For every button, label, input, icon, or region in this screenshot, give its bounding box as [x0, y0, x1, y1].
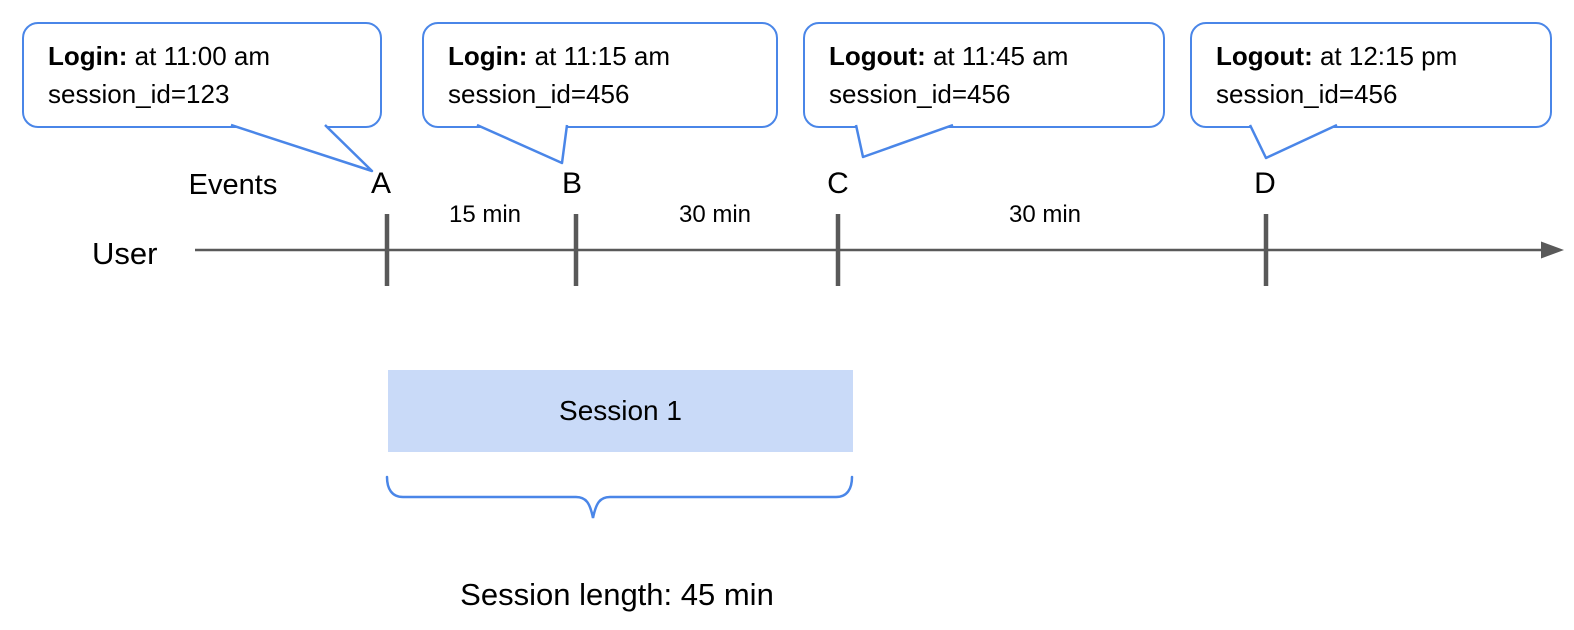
event-time-label: at 12:15 pm: [1319, 41, 1458, 71]
timeline-arrowhead-icon: [1541, 241, 1564, 259]
session-length-label: Session length: 45 min: [460, 577, 774, 612]
event-time-label: at 11:45 am: [932, 41, 1069, 71]
session-length-brace: [385, 475, 854, 519]
session-id-label: session_id=456: [829, 79, 1011, 109]
event-time-label: at 11:00 am: [134, 41, 271, 71]
event-type-label: Logout:: [1216, 41, 1313, 71]
session-1-box: Session 1: [388, 370, 853, 452]
event-tick-label-d: D: [1254, 167, 1276, 200]
event-time-label: at 11:15 am: [534, 41, 671, 71]
interval-label-b-c: 30 min: [678, 201, 752, 228]
callout-logout-d: Logout: at 12:15 pm session_id=456: [1190, 22, 1552, 128]
event-tick-label-a: A: [370, 167, 391, 200]
callout-tail-b: [476, 123, 569, 165]
callout-tail-d: [1248, 123, 1338, 160]
callout-logout-c: Logout: at 11:45 am session_id=456: [803, 22, 1165, 128]
event-tick-label-b: B: [561, 167, 582, 200]
event-tick-label-c: C: [827, 167, 849, 200]
callout-line-event: Logout: at 11:45 am: [829, 37, 1163, 75]
event-type-label: Logout:: [829, 41, 926, 71]
events-axis-label: Events: [188, 169, 278, 201]
event-type-label: Login:: [448, 41, 528, 71]
interval-label-c-d: 30 min: [1008, 201, 1082, 228]
callout-login-b: Login: at 11:15 am session_id=456: [422, 22, 778, 128]
user-axis-label: User: [92, 236, 158, 271]
session-1-label: Session 1: [559, 395, 682, 426]
session-id-label: session_id=123: [48, 79, 230, 109]
session-id-label: session_id=456: [448, 79, 630, 109]
interval-label-a-b: 15 min: [448, 201, 522, 228]
callout-line-event: Login: at 11:00 am: [48, 37, 380, 75]
callout-tail-a: [230, 123, 374, 173]
callout-line-event: Login: at 11:15 am: [448, 37, 776, 75]
callout-login-a: Login: at 11:00 am session_id=123: [22, 22, 382, 128]
session-id-label: session_id=456: [1216, 79, 1398, 109]
event-type-label: Login:: [48, 41, 128, 71]
callout-tail-c: [854, 123, 954, 159]
callout-line-event: Logout: at 12:15 pm: [1216, 37, 1550, 75]
